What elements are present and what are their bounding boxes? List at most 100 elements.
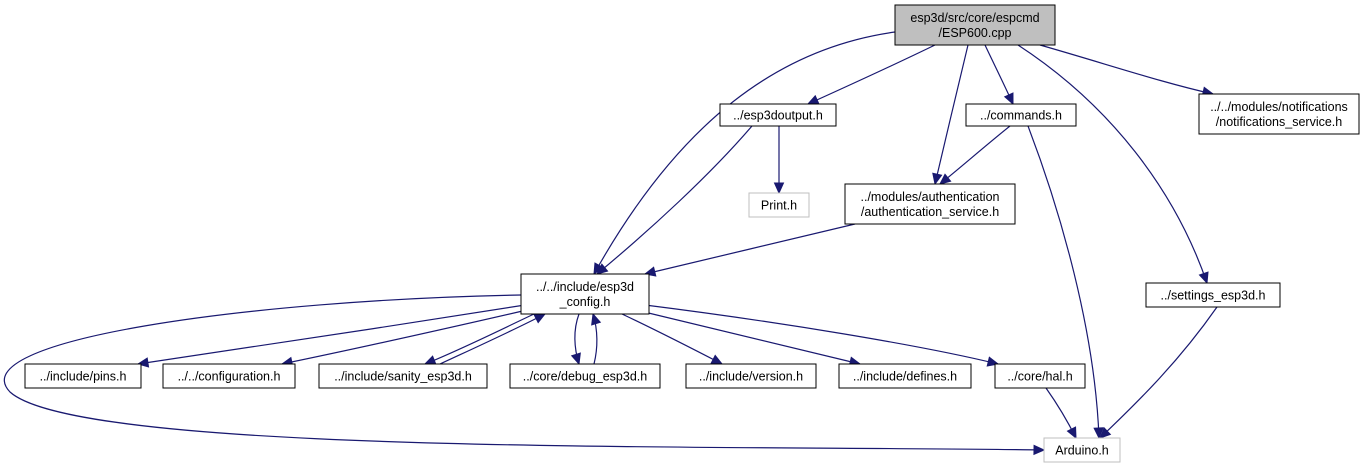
node-sanity[interactable]: ../include/sanity_esp3d.h bbox=[318, 363, 488, 389]
arrowhead bbox=[533, 313, 547, 324]
arrowhead bbox=[1093, 427, 1104, 440]
node-box bbox=[1043, 437, 1121, 463]
node-label: /ESP600.cpp bbox=[939, 26, 1012, 40]
nodes-layer: esp3d/src/core/espcmd/ESP600.cpp ../esp3d… bbox=[24, 4, 1360, 463]
node-notifications[interactable]: ../../modules/notifications/notification… bbox=[1198, 93, 1360, 135]
edge-line bbox=[635, 309, 861, 365]
edge-sanity-to-esp3d_config bbox=[439, 313, 547, 365]
arrowhead bbox=[1003, 92, 1014, 106]
edge-line bbox=[593, 31, 896, 275]
edge-line bbox=[807, 44, 936, 105]
node-defines[interactable]: ../include/defines.h bbox=[838, 363, 972, 389]
edge-line bbox=[621, 313, 723, 365]
node-label: ../modules/authentication bbox=[861, 190, 1000, 204]
edge-esp3d_config-to-hal bbox=[644, 304, 1000, 367]
node-box bbox=[894, 4, 1056, 46]
node-box bbox=[748, 192, 810, 218]
edge-esp3d_config-to-debug bbox=[570, 313, 581, 366]
node-label: ../../include/esp3d bbox=[536, 280, 634, 294]
edge-esp600-to-notifications bbox=[1039, 44, 1215, 97]
edge-line bbox=[939, 125, 1011, 185]
edge-line bbox=[644, 304, 999, 365]
arrowhead bbox=[1198, 271, 1209, 285]
node-esp3doutput[interactable]: ../esp3doutput.h bbox=[719, 103, 837, 127]
edge-settings-to-arduino bbox=[1099, 306, 1218, 439]
edge-hal-to-arduino bbox=[1045, 387, 1077, 440]
arrowhead bbox=[570, 352, 581, 366]
edge-esp3doutput-to-print bbox=[773, 126, 785, 195]
arrowhead bbox=[136, 357, 150, 368]
node-box bbox=[844, 183, 1016, 225]
edge-line bbox=[596, 125, 753, 275]
edge-line bbox=[1099, 306, 1218, 439]
node-version[interactable]: ../include/version.h bbox=[685, 363, 817, 389]
arrowhead bbox=[710, 354, 724, 365]
node-label: /authentication_service.h bbox=[861, 205, 999, 219]
edge-line bbox=[1039, 44, 1214, 95]
node-authentication[interactable]: ../modules/authentication/authentication… bbox=[844, 183, 1016, 225]
edges-layer bbox=[3, 31, 1218, 456]
edge-line bbox=[281, 309, 528, 365]
node-label: ../include/pins.h bbox=[40, 370, 127, 384]
node-esp600: esp3d/src/core/espcmd/ESP600.cpp bbox=[894, 4, 1056, 46]
node-box bbox=[838, 363, 972, 389]
arrowhead bbox=[806, 94, 820, 105]
edge-line bbox=[424, 313, 535, 365]
node-box bbox=[1198, 93, 1360, 135]
node-arduino[interactable]: Arduino.h bbox=[1043, 437, 1121, 463]
edge-esp3d_config-to-configuration bbox=[280, 309, 528, 368]
node-label: ../core/debug_esp3d.h bbox=[523, 370, 647, 384]
arrowhead bbox=[596, 263, 609, 275]
edge-commands-to-authentication bbox=[939, 125, 1011, 185]
edge-line bbox=[137, 304, 526, 365]
node-label: ../include/defines.h bbox=[853, 370, 957, 384]
node-debug[interactable]: ../core/debug_esp3d.h bbox=[509, 363, 661, 389]
node-label: /notifications_service.h bbox=[1216, 115, 1343, 129]
node-label: Arduino.h bbox=[1055, 444, 1109, 458]
node-label: Print.h bbox=[761, 199, 797, 213]
node-label: ../esp3doutput.h bbox=[733, 109, 823, 123]
node-esp3d_config[interactable]: ../../include/esp3d_config.h bbox=[520, 273, 650, 315]
edge-esp3d_config-to-arduino bbox=[3, 294, 1046, 456]
edge-esp600-to-commands bbox=[984, 44, 1014, 106]
arrowhead bbox=[939, 173, 952, 185]
node-settings[interactable]: ../settings_esp3d.h bbox=[1145, 282, 1281, 308]
node-pins[interactable]: ../include/pins.h bbox=[24, 363, 142, 389]
node-box bbox=[1145, 282, 1281, 308]
edge-line bbox=[934, 44, 969, 185]
node-box bbox=[162, 363, 296, 389]
node-commands[interactable]: ../commands.h bbox=[965, 103, 1077, 127]
arrowhead bbox=[591, 312, 602, 326]
arrowhead bbox=[1033, 444, 1046, 456]
edge-esp3d_config-to-sanity bbox=[423, 313, 535, 365]
node-box bbox=[520, 273, 650, 315]
node-configuration[interactable]: ../../configuration.h bbox=[162, 363, 296, 389]
edge-line bbox=[1027, 125, 1100, 439]
node-box bbox=[719, 103, 837, 127]
edge-esp600-to-authentication bbox=[932, 44, 969, 186]
edge-authentication-to-esp3d_config bbox=[643, 223, 856, 277]
node-label: ../include/sanity_esp3d.h bbox=[334, 370, 472, 384]
arrowhead bbox=[1099, 426, 1112, 439]
node-label: ../core/hal.h bbox=[1007, 370, 1072, 384]
node-box bbox=[994, 363, 1086, 389]
arrowhead bbox=[773, 182, 785, 195]
node-label: _config.h bbox=[559, 295, 611, 309]
node-hal[interactable]: ../core/hal.h bbox=[994, 363, 1086, 389]
node-box bbox=[965, 103, 1077, 127]
arrowhead bbox=[1066, 426, 1077, 440]
edge-line bbox=[644, 223, 856, 275]
node-label: ../settings_esp3d.h bbox=[1161, 289, 1266, 303]
edge-line bbox=[439, 313, 546, 365]
node-print[interactable]: Print.h bbox=[748, 192, 810, 218]
edge-debug-to-esp3d_config bbox=[591, 312, 602, 365]
node-box bbox=[685, 363, 817, 389]
node-label: ../../configuration.h bbox=[178, 370, 281, 384]
edge-esp3d_config-to-pins bbox=[136, 304, 526, 368]
edge-esp600-to-settings bbox=[1017, 44, 1209, 285]
edge-esp600-to-esp3doutput bbox=[806, 44, 936, 105]
edge-line bbox=[3, 294, 1045, 451]
edge-esp3d_config-to-version bbox=[621, 313, 724, 365]
node-box bbox=[24, 363, 142, 389]
